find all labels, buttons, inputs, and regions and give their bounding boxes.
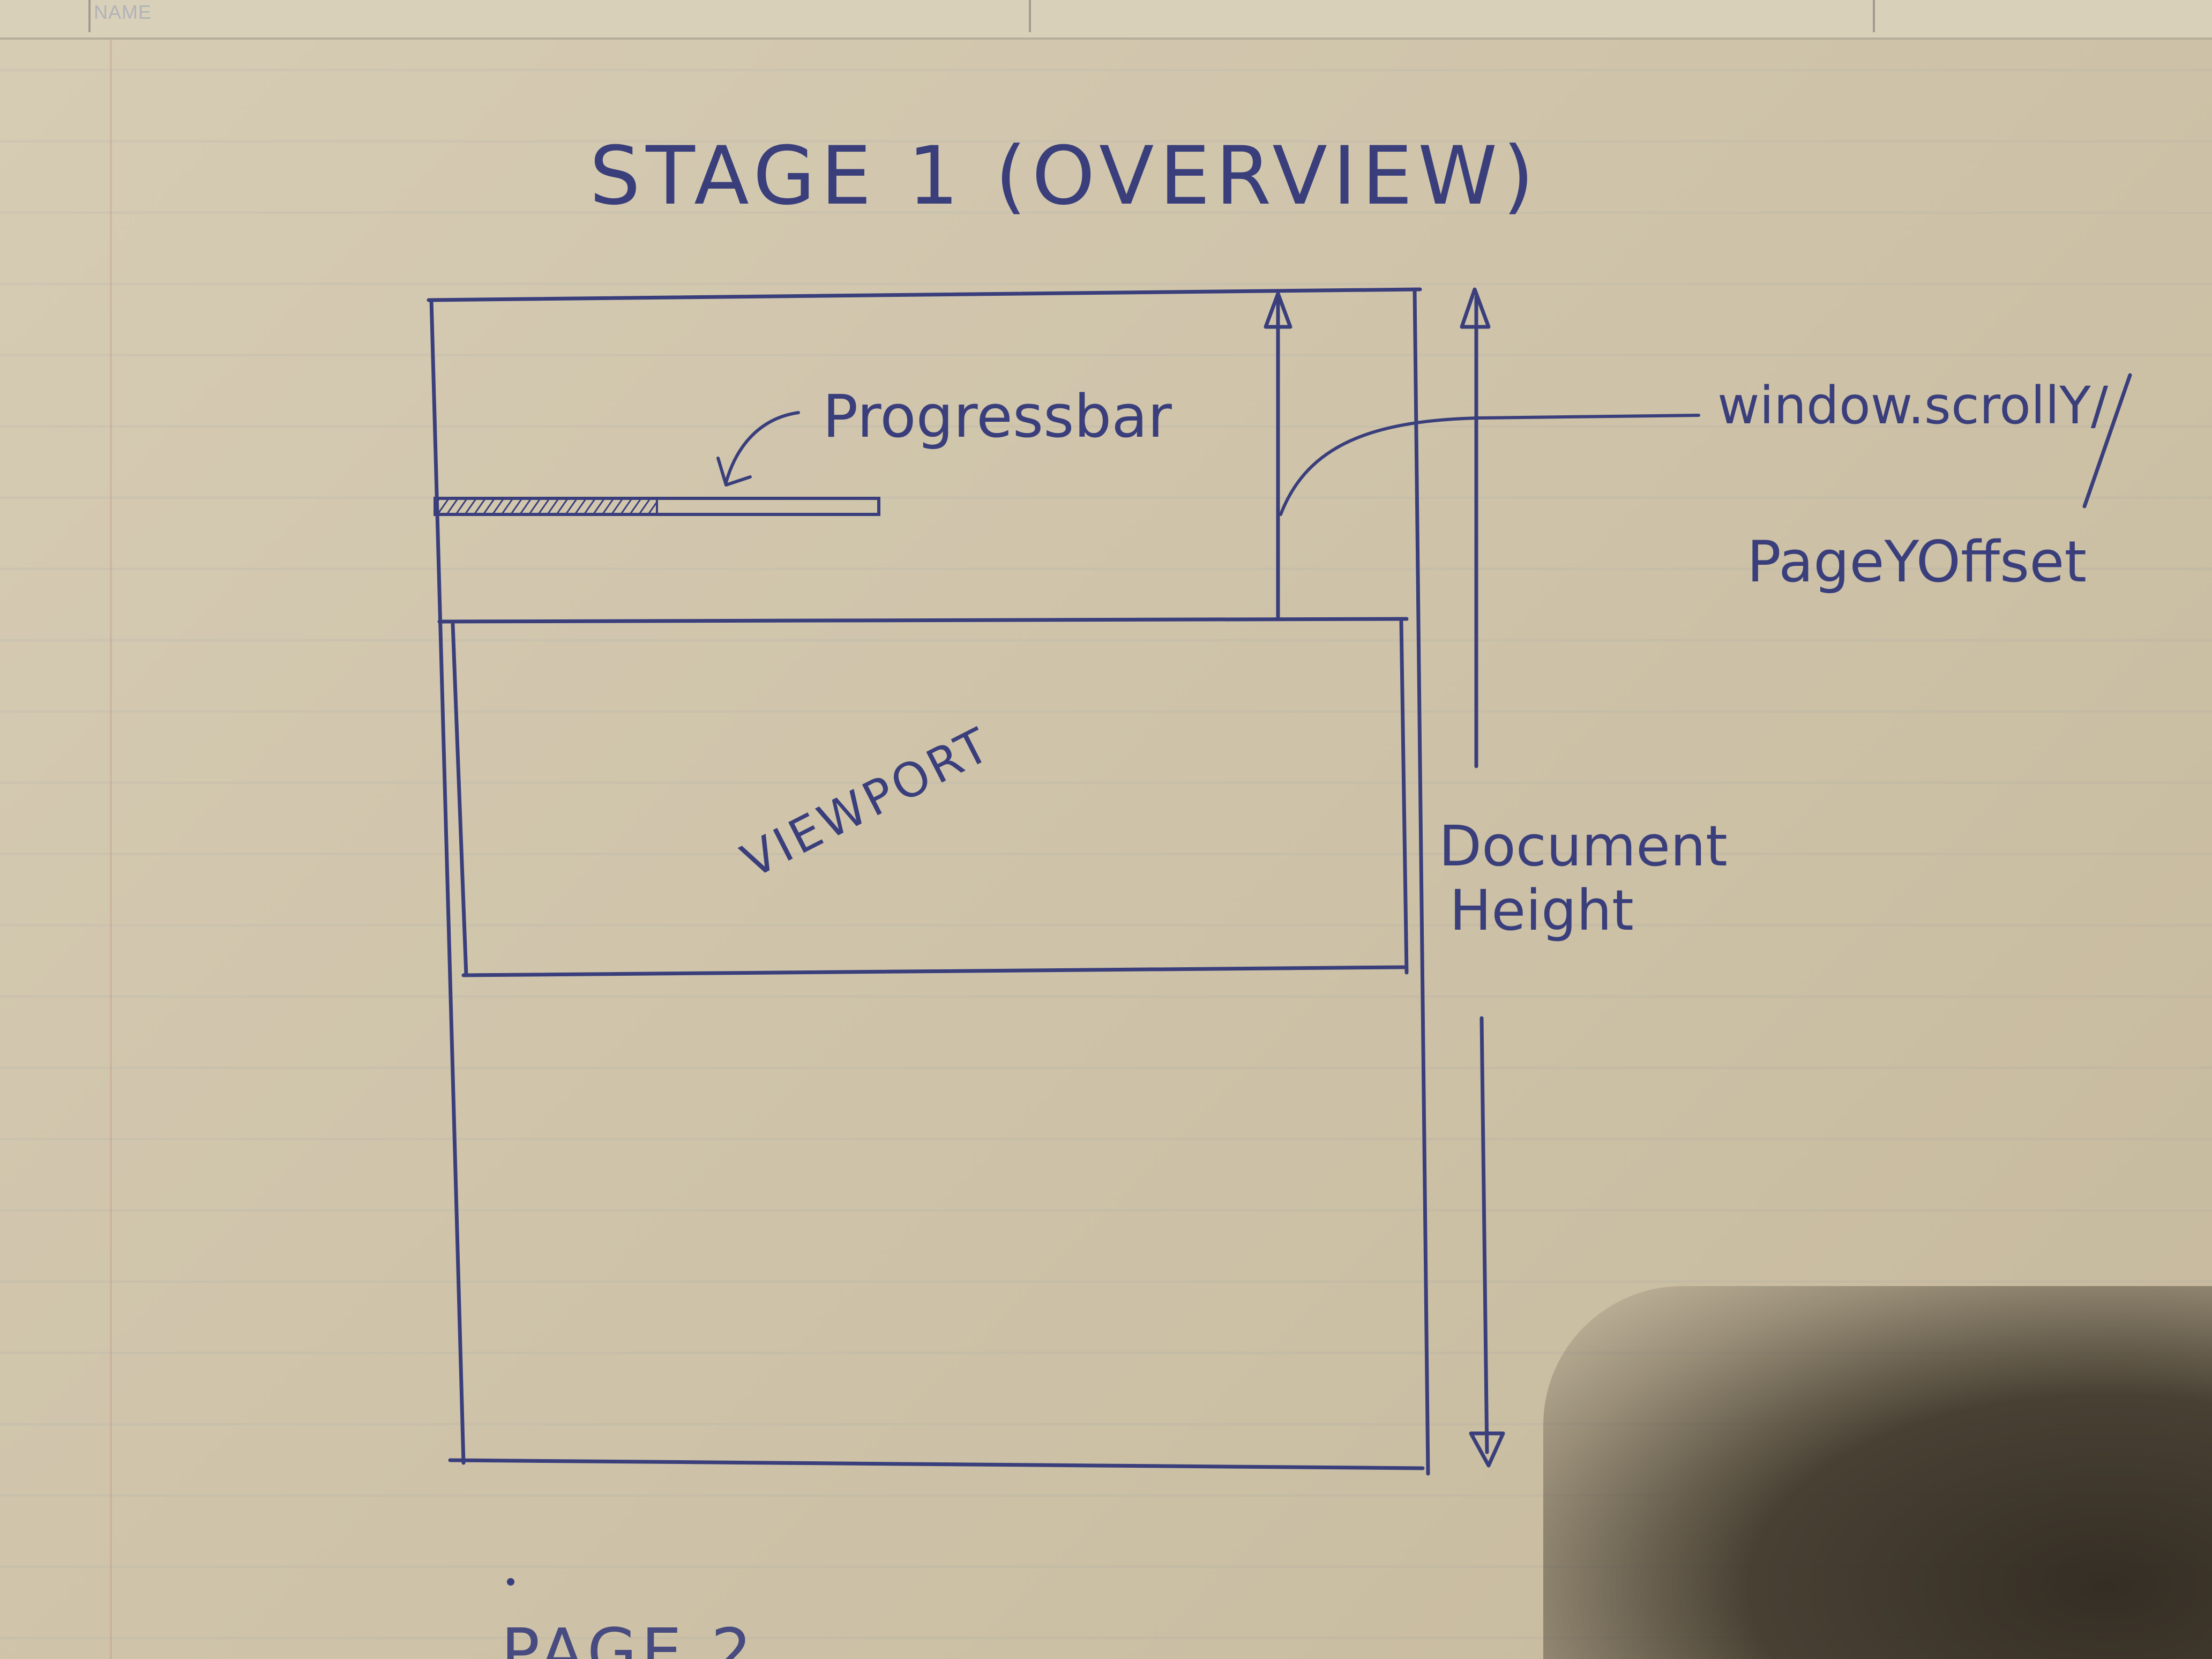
document-top-edge (427, 287, 1422, 302)
viewport-right-edge (1399, 619, 1409, 975)
stray-ink-dot (507, 1578, 514, 1586)
page-header-strip: NAME (0, 0, 2212, 40)
scroll-y-label: window.scrollY/ (1717, 376, 2109, 436)
viewport-box (437, 617, 1409, 977)
viewport-bottom-edge (461, 965, 1406, 977)
header-divider (88, 0, 91, 32)
progress-bar-label: Progressbar (823, 382, 1172, 451)
footer-partial-heading: PAGE 2 (501, 1616, 756, 1659)
margin-line (110, 0, 112, 1659)
page-y-offset-label: PageYOffset (1747, 529, 2087, 595)
progress-bar-fill (434, 497, 658, 515)
progress-bar-pointer-arrow (716, 411, 800, 487)
scroll-offset-arrow (1264, 292, 1292, 621)
document-right-edge (1413, 287, 1430, 1476)
progress-bar (434, 497, 880, 516)
document-left-edge (429, 298, 466, 1465)
document-box (427, 287, 1430, 1476)
viewport-label: VIEWPORT (733, 716, 1000, 888)
header-divider (1873, 0, 1875, 32)
header-name-label: NAME (94, 1, 152, 23)
viewport-top-edge (437, 617, 1409, 624)
header-divider (1029, 0, 1031, 32)
hand-shadow (1543, 1286, 2212, 1659)
document-height-label-line1: Document (1439, 813, 1728, 879)
scroll-label-leader-line (1279, 414, 1700, 516)
viewport-left-edge (451, 622, 468, 977)
label-separator-slash (2082, 373, 2132, 509)
document-height-arrow (1460, 287, 1505, 1468)
document-bottom-edge (448, 1458, 1425, 1470)
document-height-label-line2: Height (1449, 878, 1634, 943)
diagram-title: STAGE 1 (OVERVIEW) (589, 130, 1540, 223)
